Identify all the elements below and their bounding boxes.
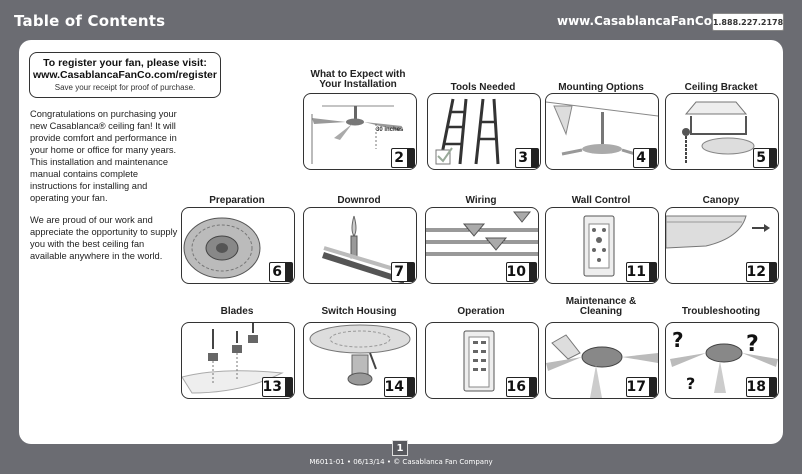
page-number-canopy[interactable]: 12 <box>745 262 777 282</box>
blade-screws-illustration-icon <box>182 323 284 394</box>
section-title-operation: Operation <box>457 306 505 317</box>
section-card-switch-housing[interactable]: 14 <box>303 322 417 399</box>
section-card-blades[interactable]: 13 <box>181 322 295 399</box>
section-title-maintenance: Maintenance & Cleaning <box>565 296 637 317</box>
canopy-illustration-icon <box>666 215 770 249</box>
section-card-operation[interactable]: 16 <box>425 322 539 399</box>
intro-paragraph-1: Congratulations on purchasing your new C… <box>30 109 177 203</box>
phone-number: 1.888.227.2178 <box>712 13 784 31</box>
page-number-troubleshooting[interactable]: 18 <box>745 377 777 397</box>
page-number-mounting[interactable]: 4 <box>633 148 657 168</box>
register-box: To register your fan, please visit: www.… <box>29 52 221 98</box>
section-title-installation: What to Expect with Your Installation <box>310 69 406 90</box>
section-card-tools[interactable]: 3 <box>427 93 541 170</box>
section-card-mounting[interactable]: 4 <box>545 93 659 170</box>
fan-motor-illustration-icon <box>183 217 261 279</box>
page-number-blades[interactable]: 13 <box>261 377 293 397</box>
section-card-wall-control[interactable]: 11 <box>545 207 659 284</box>
section-card-preparation[interactable]: 6 <box>181 207 295 284</box>
page-number-switch-housing[interactable]: 14 <box>383 377 415 397</box>
footer-copyright: M6011-01 • 06/13/14 • © Casablanca Fan C… <box>309 458 493 466</box>
question-fan-illustration-icon: ? ? ? <box>670 328 778 393</box>
section-card-troubleshooting[interactable]: ? ? ? 18 <box>665 322 779 399</box>
remote-illustration-icon <box>463 330 495 392</box>
ladder-illustration-icon <box>435 98 500 165</box>
wiring-illustration-icon <box>426 211 538 256</box>
downrod-illustration-icon <box>322 215 405 283</box>
footer-page-number: 1 <box>392 440 408 456</box>
fan-clearance-illustration-icon: 30 inches <box>311 105 404 164</box>
page-number-preparation[interactable]: 6 <box>269 262 293 282</box>
section-title-wiring: Wiring <box>465 195 497 206</box>
clearance-label: 30 inches <box>376 127 404 133</box>
section-card-downrod[interactable]: 7 <box>303 207 417 284</box>
intro-text: Congratulations on purchasing your new C… <box>30 108 180 272</box>
switch-housing-illustration-icon <box>309 324 411 386</box>
section-card-installation[interactable]: 30 inches 2 <box>303 93 417 170</box>
section-card-wiring[interactable]: 10 <box>425 207 539 284</box>
svg-text:?: ? <box>686 374 695 393</box>
page-number-operation[interactable]: 16 <box>505 377 537 397</box>
cleaning-illustration-icon <box>546 334 658 398</box>
page-number-downrod[interactable]: 7 <box>391 262 415 282</box>
section-card-ceiling-bracket[interactable]: 5 <box>665 93 779 170</box>
page-number-maintenance[interactable]: 17 <box>625 377 657 397</box>
receipt-note: Save your receipt for proof of purchase. <box>54 83 196 92</box>
section-title-downrod: Downrod <box>337 195 381 206</box>
svg-text:?: ? <box>746 332 759 357</box>
section-title-mounting: Mounting Options <box>558 82 644 93</box>
section-card-maintenance[interactable]: 17 <box>545 322 659 399</box>
mounting-illustration-icon <box>546 101 658 158</box>
page-number-tools[interactable]: 3 <box>515 148 539 168</box>
section-card-canopy[interactable]: 12 <box>665 207 779 284</box>
section-title-tools: Tools Needed <box>450 82 516 93</box>
register-instruction: To register your fan, please visit: <box>43 57 207 69</box>
bracket-illustration-icon <box>682 101 755 164</box>
svg-text:?: ? <box>672 328 684 352</box>
website-url[interactable]: www.CasablancaFanCo.com <box>557 14 745 28</box>
section-title-ceiling-bracket: Ceiling Bracket <box>684 82 758 93</box>
wall-control-illustration-icon <box>583 215 615 277</box>
page-number-ceiling-bracket[interactable]: 5 <box>753 148 777 168</box>
section-title-canopy: Canopy <box>702 195 740 206</box>
section-title-preparation: Preparation <box>209 195 265 206</box>
section-title-wall-control: Wall Control <box>571 195 631 206</box>
section-title-blades: Blades <box>220 306 254 317</box>
register-url[interactable]: www.CasablancaFanCo.com/register <box>32 69 217 81</box>
page-number-wiring[interactable]: 10 <box>505 262 537 282</box>
page-number-installation[interactable]: 2 <box>391 148 415 168</box>
section-title-troubleshooting: Troubleshooting <box>681 306 761 317</box>
section-title-switch-housing: Switch Housing <box>321 306 397 317</box>
page-title: Table of Contents <box>14 12 166 30</box>
page-number-wall-control[interactable]: 11 <box>625 262 657 282</box>
intro-paragraph-2: We are proud of our work and appreciate … <box>30 215 178 261</box>
